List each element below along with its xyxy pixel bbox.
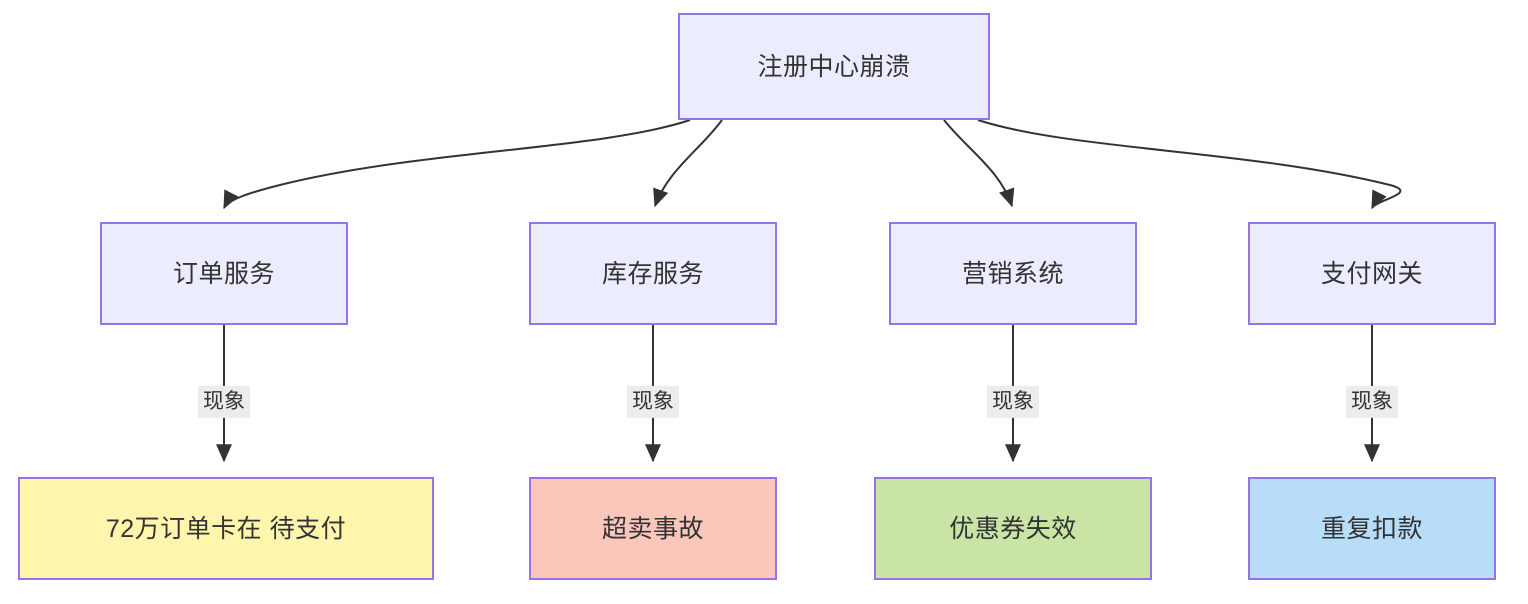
- edge-label-order-symptom: 现象: [198, 385, 250, 419]
- node-order-service-label: 订单服务: [172, 259, 275, 288]
- edge-root-to-payment-gateway: [977, 119, 1402, 210]
- node-coupon-invalid[interactable]: 优惠券失效: [874, 477, 1152, 580]
- node-marketing-system[interactable]: 营销系统: [889, 222, 1137, 325]
- edge-label-inventory-symptom: 现象: [627, 385, 679, 419]
- node-coupon-invalid-label: 优惠券失效: [949, 514, 1077, 543]
- edge-root-to-order-service: [223, 119, 691, 210]
- node-payment-gateway-label: 支付网关: [1320, 259, 1423, 288]
- node-root-cause-label: 注册中心崩溃: [757, 52, 911, 81]
- node-root-cause[interactable]: 注册中心崩溃: [678, 13, 990, 120]
- edge-root-to-marketing-system: [943, 119, 1015, 208]
- node-oversell-incident[interactable]: 超卖事故: [529, 477, 777, 580]
- node-duplicate-charge-label: 重复扣款: [1320, 514, 1423, 543]
- node-duplicate-charge[interactable]: 重复扣款: [1248, 477, 1496, 580]
- edge-label-payment-symptom: 现象: [1346, 385, 1398, 419]
- node-marketing-system-label: 营销系统: [961, 259, 1064, 288]
- node-stuck-orders[interactable]: 72万订单卡在 待支付: [18, 477, 434, 580]
- node-inventory-service-label: 库存服务: [601, 259, 704, 288]
- node-stuck-orders-label: 72万订单卡在 待支付: [105, 514, 347, 543]
- node-oversell-incident-label: 超卖事故: [601, 514, 704, 543]
- node-order-service[interactable]: 订单服务: [100, 222, 348, 325]
- edge-label-marketing-symptom: 现象: [987, 385, 1039, 419]
- edge-root-to-inventory-service: [653, 119, 723, 208]
- node-payment-gateway[interactable]: 支付网关: [1248, 222, 1496, 325]
- node-inventory-service[interactable]: 库存服务: [529, 222, 777, 325]
